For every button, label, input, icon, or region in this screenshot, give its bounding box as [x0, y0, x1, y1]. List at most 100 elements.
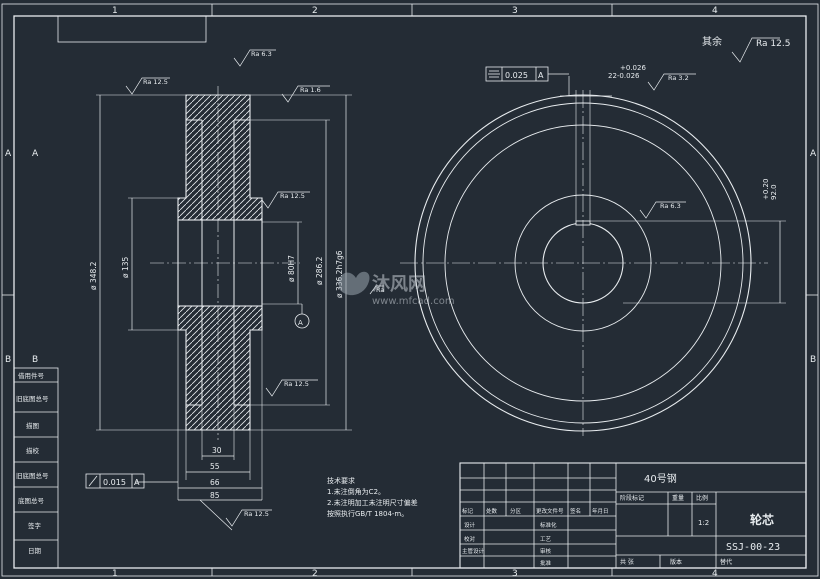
- notes-line: 1.未注倒角为C2。: [327, 487, 385, 496]
- keyway-depth: 92.0: [770, 184, 778, 200]
- left-strip-table: [13, 367, 59, 569]
- cell-chief: 主管设计: [462, 547, 485, 555]
- remainder-label: 其余: [702, 35, 722, 48]
- dim-width-66: 66: [210, 478, 220, 487]
- zone-label: 1: [112, 6, 118, 16]
- dim-width-85: 85: [210, 491, 220, 500]
- symmetry-value: 0.025: [505, 71, 528, 80]
- roughness-label: Ra 12.5: [284, 380, 309, 388]
- roughness-label: Ra 6.3: [251, 50, 272, 58]
- runout-tolerance-frame: 0.015 A: [85, 473, 145, 489]
- roughness-label: Ra: [376, 286, 384, 294]
- section-view: [96, 86, 352, 531]
- strip-label: 日期: [28, 547, 42, 555]
- part-name: 轮芯: [750, 512, 774, 527]
- zone-label: 3: [512, 6, 518, 16]
- roughness-label: Ra 12.5: [244, 510, 269, 518]
- cell-drafter: 校对: [464, 535, 476, 543]
- keyway-tolerance: +0.026: [620, 64, 646, 72]
- cell-count: 处数: [486, 507, 498, 515]
- zone-label: A: [810, 149, 817, 159]
- roughness-texts-front: Ra 3.2 Ra 6.3 Ra: [376, 74, 689, 294]
- front-view-texts: +0.026 22-0.026 +0.20 92.0: [608, 64, 778, 200]
- cell-designer: 设计: [464, 521, 476, 529]
- material: 40号钢: [644, 472, 677, 485]
- symmetry-icon: [488, 70, 500, 78]
- left-strip-labels: 借用件号 旧底图总号 描图 描校 旧底图总号 底图总号 签字 日期: [16, 371, 49, 555]
- keyway-depth-tolerance: +0.20: [762, 179, 770, 200]
- general-roughness: 其余 Ra 12.5: [702, 35, 790, 49]
- zone-label: B: [810, 355, 816, 365]
- remainder-roughness-value: Ra 12.5: [756, 39, 790, 49]
- strip-label: 描图: [26, 421, 39, 430]
- roughness-label: Ra 3.2: [668, 74, 689, 82]
- keyway-width: 22-0.026: [608, 72, 640, 80]
- zone-label: 3: [512, 569, 518, 579]
- cell-process: 工艺: [540, 536, 552, 543]
- zone-label: 2: [312, 6, 318, 16]
- roughness-texts-section: Ra 12.5 Ra 6.3 Ra 1.6 Ra 12.5 Ra 12.5 Ra…: [143, 50, 321, 518]
- title-block-texts: 40号钢 轮芯 SSJ-00-23 阶段标记 重量 比例 1:2 共 张 版本 …: [462, 472, 780, 567]
- cell-standardization: 标准化: [540, 521, 557, 529]
- watermark-url: www.mfcad.com: [372, 296, 455, 307]
- roughness-label: Ra 12.5: [280, 192, 305, 200]
- cell-change-doc: 更改文件号: [536, 507, 564, 515]
- notes-heading: 技术要求: [327, 476, 355, 485]
- symmetry-tolerance-frame: 0.025 A: [485, 66, 569, 82]
- zone-label: 1: [112, 569, 118, 579]
- section-dimension-texts: ø 348.2 ø 135 ø 80H7 ø 286.2 ø 336.2h7g6…: [89, 250, 344, 500]
- cell-approver: 批准: [540, 559, 552, 567]
- zone-label: A: [32, 149, 39, 159]
- cell-stage-mark: 阶段标记: [620, 494, 644, 502]
- zone-label: A: [5, 149, 12, 159]
- title-block: [459, 462, 807, 569]
- notes-line: 2.未注明加工未注明尺寸偏差: [327, 498, 418, 507]
- roughness-symbols-section: [125, 49, 330, 527]
- roughness-symbols-front: [369, 37, 780, 295]
- strip-label: 签字: [28, 521, 42, 530]
- cell-replace: 替代: [720, 558, 732, 566]
- strip-label: 借用件号: [18, 371, 45, 380]
- zone-label: 2: [312, 569, 318, 579]
- watermark-logo-icon: [338, 271, 370, 296]
- datum-label: A: [298, 319, 303, 327]
- runout-icon: [88, 475, 98, 487]
- zone-label: 4: [712, 569, 718, 579]
- cell-reviewer: 审核: [540, 547, 552, 555]
- cell-mark: 标记: [462, 507, 474, 515]
- roughness-label: Ra 1.6: [300, 86, 321, 94]
- front-view: [400, 76, 786, 436]
- zone-label: B: [5, 355, 11, 365]
- strip-label: 描校: [26, 446, 40, 455]
- runout-datum: A: [134, 478, 140, 487]
- dim-bore-diameter: ø 80H7: [287, 255, 296, 282]
- cell-version: 版本: [670, 558, 682, 566]
- strip-label: 旧底图总号: [16, 471, 49, 480]
- drawing-number: SSJ-00-23: [726, 542, 780, 553]
- cell-signature: 签名: [570, 507, 581, 515]
- watermark-brand: 沐风网: [372, 273, 426, 295]
- dim-outer-diameter: ø 348.2: [89, 261, 98, 290]
- dim-width-30: 30: [212, 446, 222, 455]
- cell-date: 年月日: [592, 507, 609, 515]
- cell-scale-value: 1:2: [698, 519, 709, 527]
- technical-notes: 技术要求 1.未注倒角为C2。 2.未注明加工未注明尺寸偏差 按照执行GB/T …: [327, 476, 418, 518]
- cell-zone: 分区: [510, 507, 522, 515]
- dim-web-diameter: ø 286.2: [315, 256, 324, 285]
- roughness-label: Ra 12.5: [143, 78, 168, 86]
- dim-width-55: 55: [210, 462, 220, 471]
- cell-sheets: 共 张: [620, 558, 634, 566]
- zone-label: B: [32, 355, 38, 365]
- notes-line: 按照执行GB/T 1804-m。: [327, 509, 408, 518]
- dim-hub-diameter: ø 135: [121, 256, 130, 278]
- runout-value: 0.015: [103, 478, 126, 487]
- cell-scale: 比例: [696, 494, 708, 502]
- strip-label: 底图总号: [18, 496, 45, 505]
- strip-label: 旧底图总号: [16, 394, 49, 403]
- cell-weight: 重量: [672, 494, 684, 502]
- drawing-frame: [1, 3, 819, 577]
- border-zone-labels: 1 2 3 4 1 2 3 4 A A B B A B: [5, 6, 817, 579]
- dim-rim-diameter: ø 336.2h7g6: [335, 250, 344, 298]
- symmetry-datum: A: [538, 71, 544, 80]
